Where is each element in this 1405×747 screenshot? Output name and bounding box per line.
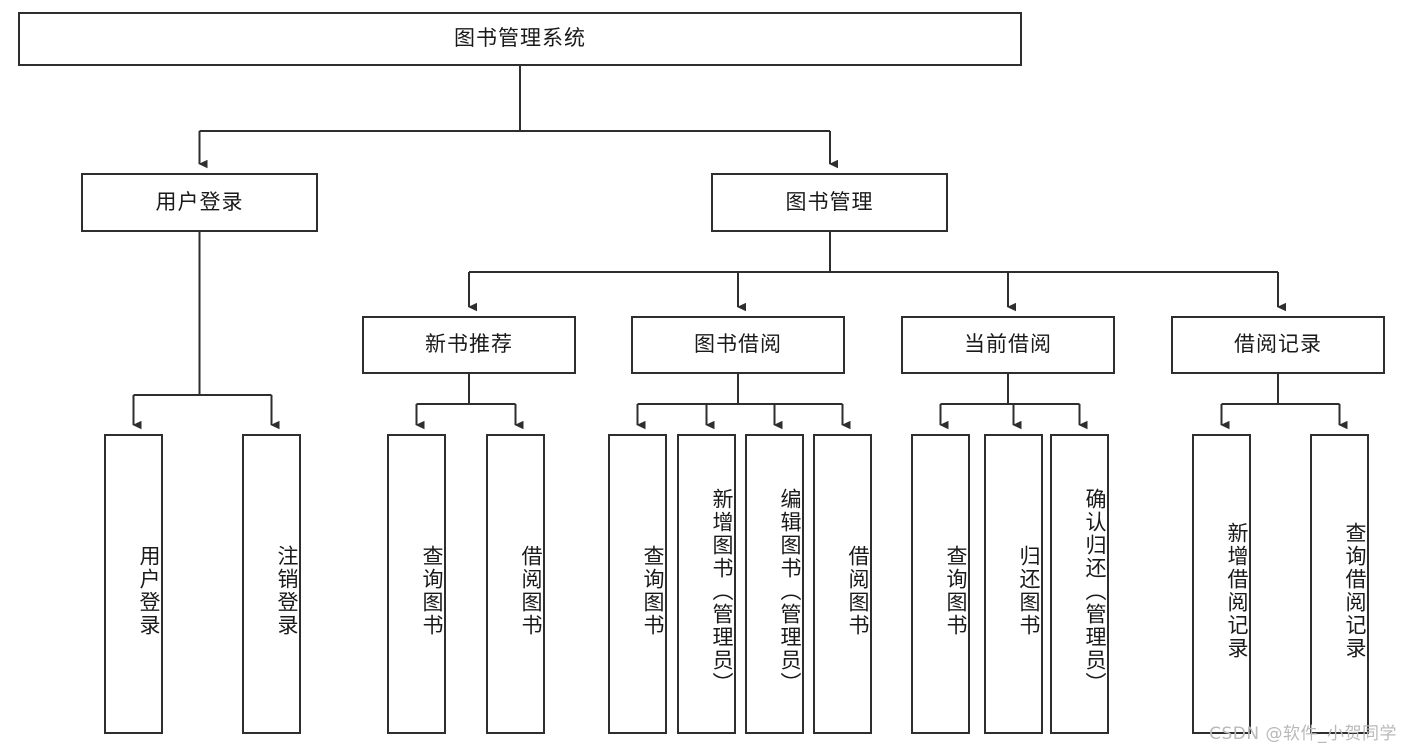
node-leaf-query-record[interactable]: 查询借阅记录: [1310, 434, 1369, 734]
node-root-label: 图书管理系统: [454, 26, 586, 51]
node-leaf-borrow-book-2-label: 借阅图书: [846, 545, 870, 637]
node-leaf-return-book[interactable]: 归还图书: [984, 434, 1043, 734]
node-leaf-add-book[interactable]: 新增图书（管理员）: [677, 434, 736, 734]
node-leaf-query-book-2[interactable]: 查询图书: [608, 434, 667, 734]
node-leaf-user-login[interactable]: 用户登录: [104, 434, 163, 734]
node-leaf-edit-book-label: 编辑图书（管理员）: [778, 487, 802, 695]
node-leaf-query-book-3[interactable]: 查询图书: [911, 434, 970, 734]
node-leaf-query-book-1-label: 查询图书: [420, 545, 444, 637]
node-book-management[interactable]: 图书管理: [711, 173, 948, 232]
node-leaf-query-book-2-label: 查询图书: [641, 545, 665, 637]
node-leaf-add-record[interactable]: 新增借阅记录: [1192, 434, 1251, 734]
node-leaf-query-record-label: 查询借阅记录: [1343, 522, 1367, 660]
node-book-borrow[interactable]: 图书借阅: [631, 316, 845, 374]
node-leaf-confirm-return-label: 确认归还（管理员）: [1083, 487, 1107, 695]
node-user-login-label: 用户登录: [155, 189, 244, 214]
node-borrow-records[interactable]: 借阅记录: [1171, 316, 1385, 374]
node-book-management-label: 图书管理: [785, 189, 874, 214]
node-leaf-logout-label: 注销登录: [275, 545, 299, 637]
node-new-book-recommend[interactable]: 新书推荐: [362, 316, 576, 374]
node-leaf-query-book-1[interactable]: 查询图书: [387, 434, 446, 734]
node-leaf-confirm-return[interactable]: 确认归还（管理员）: [1050, 434, 1109, 734]
node-leaf-edit-book[interactable]: 编辑图书（管理员）: [745, 434, 804, 734]
node-leaf-query-book-3-label: 查询图书: [944, 545, 968, 637]
node-leaf-borrow-book-1-label: 借阅图书: [519, 545, 543, 637]
node-leaf-user-login-label: 用户登录: [137, 545, 161, 637]
node-book-borrow-label: 图书借阅: [694, 332, 782, 357]
node-leaf-borrow-book-1[interactable]: 借阅图书: [486, 434, 545, 734]
node-new-book-recommend-label: 新书推荐: [425, 332, 513, 357]
node-leaf-borrow-book-2[interactable]: 借阅图书: [813, 434, 872, 734]
node-leaf-add-record-label: 新增借阅记录: [1225, 522, 1249, 660]
node-user-login[interactable]: 用户登录: [81, 173, 318, 232]
node-leaf-add-book-label: 新增图书（管理员）: [710, 487, 734, 695]
csdn-watermark: CSDN @软件_小贺同学: [1209, 724, 1397, 744]
node-current-borrow[interactable]: 当前借阅: [901, 316, 1115, 374]
node-current-borrow-label: 当前借阅: [964, 332, 1052, 357]
node-leaf-logout[interactable]: 注销登录: [242, 434, 301, 734]
node-borrow-records-label: 借阅记录: [1234, 332, 1322, 357]
node-root[interactable]: 图书管理系统: [18, 12, 1022, 66]
node-leaf-return-book-label: 归还图书: [1017, 545, 1041, 637]
